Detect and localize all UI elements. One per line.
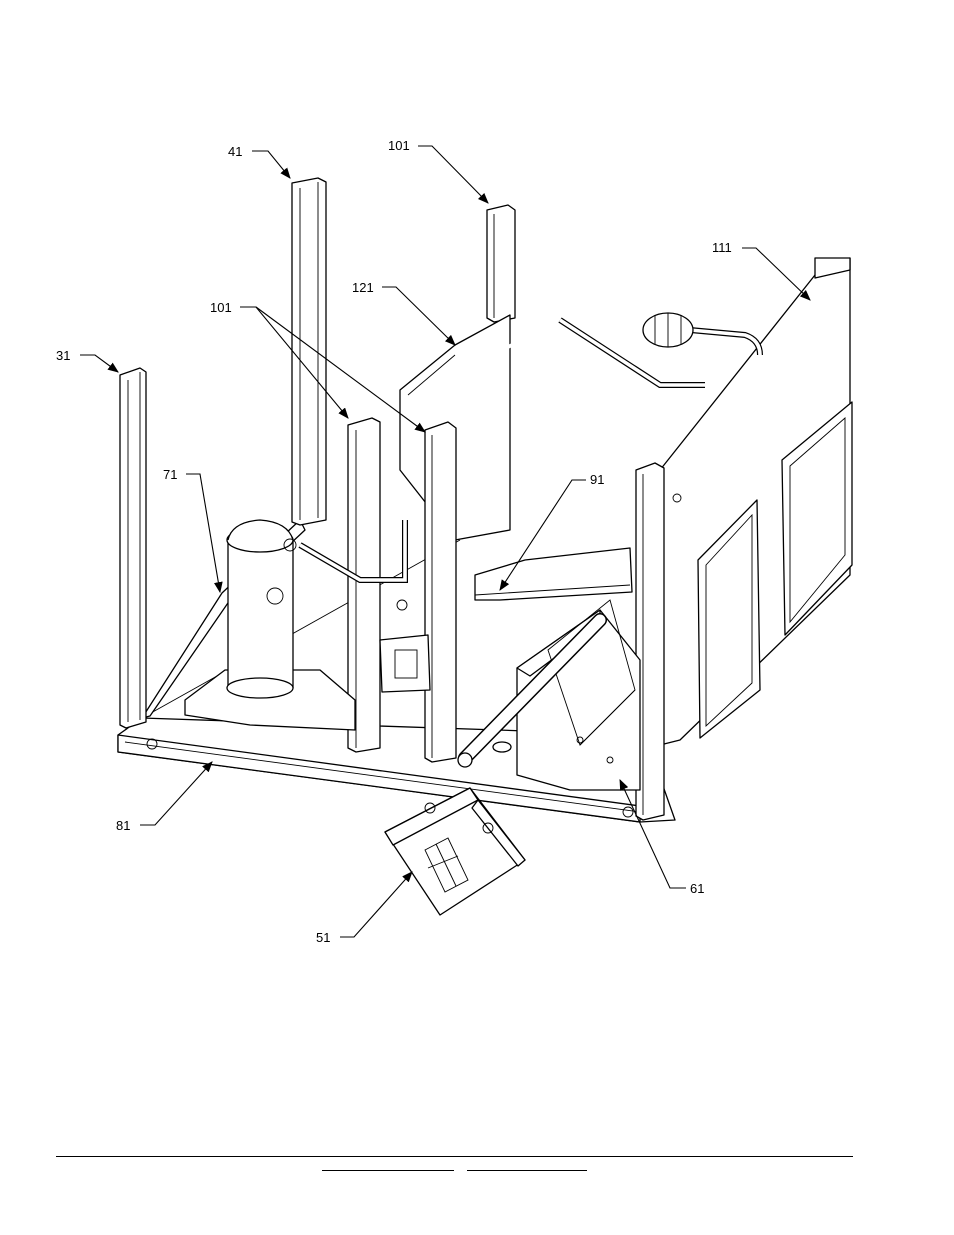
rail-91: [475, 548, 632, 600]
callout-label: 71: [163, 467, 177, 482]
corner-post-101-rear: [487, 205, 515, 322]
footer-line-right: [467, 1170, 587, 1171]
footer-line-left: [322, 1170, 454, 1171]
callout-41: 41: [228, 144, 290, 178]
callout-label: 61: [690, 881, 704, 896]
callout-101-top: 101: [388, 138, 488, 203]
footer-rule: [56, 1156, 853, 1157]
callout-label: 81: [116, 818, 130, 833]
callout-label: 101: [210, 300, 232, 315]
callout-label: 41: [228, 144, 242, 159]
callout-121: 121: [352, 280, 455, 345]
callout-51: 51: [316, 872, 412, 945]
control-box-51: [385, 788, 525, 915]
callout-label: 91: [590, 472, 604, 487]
callout-label: 111: [712, 240, 732, 255]
callout-111: 111: [712, 240, 810, 300]
callout-label: 121: [352, 280, 374, 295]
callout-71: 71: [163, 467, 220, 592]
corner-post-41: [292, 178, 326, 525]
callout-label: 31: [56, 348, 70, 363]
callout-label: 101: [388, 138, 410, 153]
electrical-bracket: [380, 635, 430, 692]
corner-post-31: [120, 368, 146, 728]
callout-81: 81: [116, 762, 212, 833]
callout-31: 31: [56, 348, 118, 372]
callout-label: 51: [316, 930, 330, 945]
